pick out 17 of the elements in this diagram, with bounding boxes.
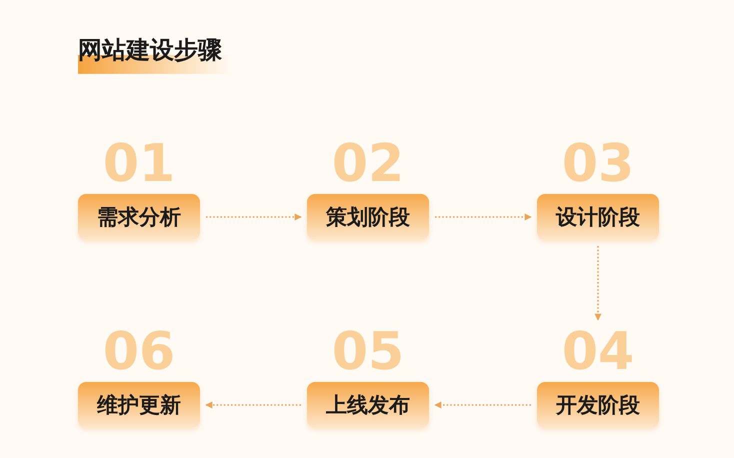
step-number: 04 [560, 326, 636, 378]
step-box: 维护更新 [78, 382, 200, 428]
step-number: 01 [102, 138, 176, 190]
dotted-arrow [434, 402, 531, 408]
dotted-arrow [206, 214, 302, 220]
dotted-arrow [435, 214, 532, 220]
step-box: 需求分析 [78, 194, 200, 240]
step-box: 上线发布 [307, 382, 429, 428]
step-number: 06 [102, 326, 176, 378]
step-box: 开发阶段 [537, 382, 659, 428]
step-box: 设计阶段 [537, 194, 659, 240]
step-number: 03 [560, 138, 636, 190]
step-number: 05 [330, 326, 406, 378]
dotted-arrow [594, 246, 602, 321]
dotted-arrow [205, 402, 301, 408]
step-box: 策划阶段 [307, 194, 429, 240]
step-number: 02 [330, 138, 406, 190]
